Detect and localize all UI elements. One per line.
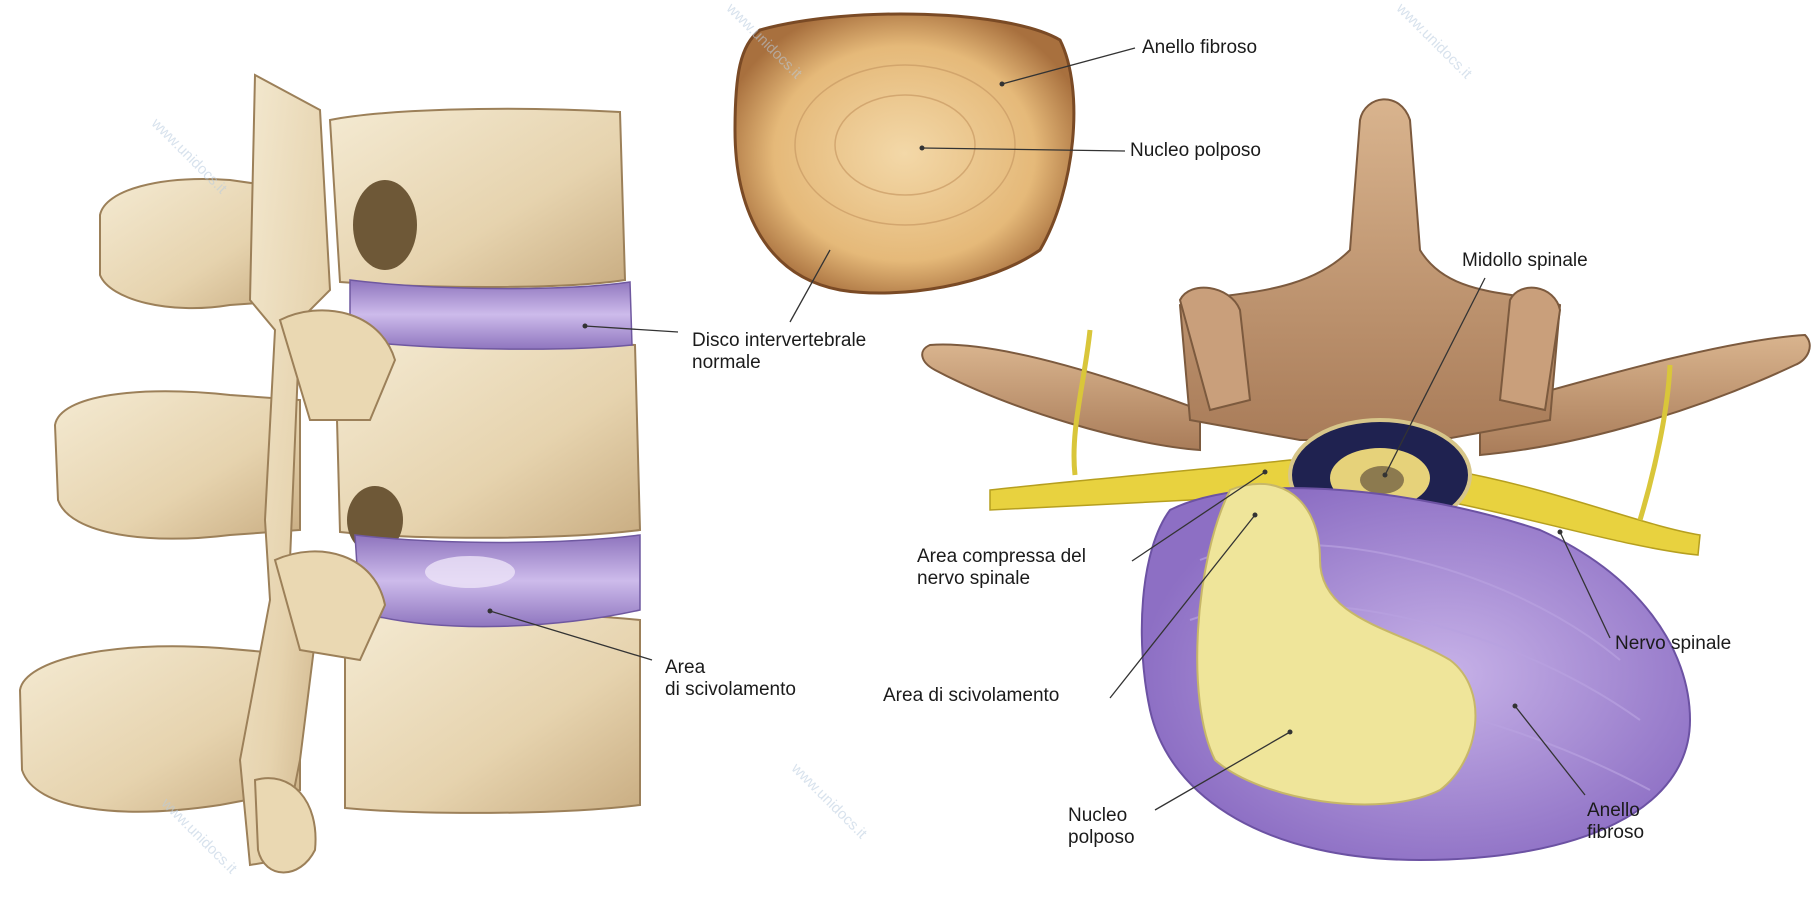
- label-nucleo-polposo-top: Nucleo polposo: [1130, 140, 1261, 162]
- label-area-compressa: Area compressa del nervo spinale: [917, 546, 1086, 590]
- label-anello-fibroso-bottom: Anello fibroso: [1587, 800, 1644, 844]
- lateral-spine-view: [20, 75, 640, 873]
- label-anello-fibroso-top: Anello fibroso: [1142, 37, 1257, 59]
- vertebral-body-bottom: [345, 614, 640, 813]
- label-midollo-spinale: Midollo spinale: [1462, 250, 1588, 272]
- label-nucleo-polposo-bottom: Nucleo polposo: [1068, 805, 1135, 849]
- intervertebral-foramen-top: [353, 180, 417, 270]
- transverse-process-left: [922, 345, 1200, 450]
- label-area-scivolamento-right: Area di scivolamento: [883, 685, 1059, 707]
- normal-disc: [350, 280, 632, 349]
- label-disco-intervertebrale: Disco intervertebrale normale: [692, 330, 866, 374]
- label-area-scivolamento-left: Area di scivolamento: [665, 657, 796, 701]
- label-nervo-spinale: Nervo spinale: [1615, 633, 1731, 655]
- transverse-process-middle: [55, 391, 300, 538]
